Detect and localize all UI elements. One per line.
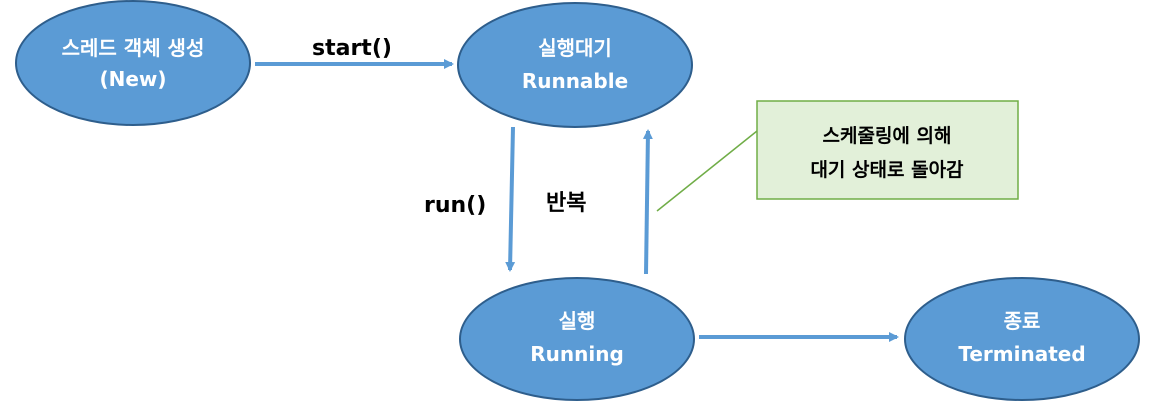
node-runnable-subtitle: Runnable bbox=[522, 69, 628, 93]
callout-line-1: 스케줄링에 의해 bbox=[823, 125, 952, 147]
node-runnable-shape bbox=[457, 2, 693, 128]
node-running-title: 실행 bbox=[559, 309, 596, 333]
node-new-shape bbox=[15, 0, 251, 126]
node-running-shape bbox=[459, 277, 695, 401]
callout-scheduling-note: 스케줄링에 의해 대기 상태로 돌아감 bbox=[756, 100, 1019, 200]
node-running: 실행 Running bbox=[459, 277, 695, 401]
node-new: 스레드 객체 생성 (New) bbox=[15, 0, 251, 126]
callout-line-2: 대기 상태로 돌아감 bbox=[810, 159, 964, 181]
callout-box bbox=[756, 100, 1019, 200]
arrow-run bbox=[505, 126, 516, 272]
node-terminated-subtitle: Terminated bbox=[958, 342, 1085, 366]
node-runnable-title: 실행대기 bbox=[538, 36, 612, 60]
callout-connector bbox=[656, 130, 758, 212]
label-run: run() bbox=[424, 193, 486, 218]
node-terminated: 종료 Terminated bbox=[904, 277, 1140, 401]
node-new-subtitle: (New) bbox=[99, 67, 166, 91]
node-terminated-shape bbox=[904, 277, 1140, 401]
node-running-subtitle: Running bbox=[530, 342, 624, 366]
node-terminated-title: 종료 bbox=[1004, 309, 1041, 333]
node-runnable: 실행대기 Runnable bbox=[457, 2, 693, 128]
node-new-title: 스레드 객체 생성 bbox=[62, 36, 205, 60]
label-start: start() bbox=[312, 36, 392, 61]
label-repeat: 반복 bbox=[546, 191, 586, 216]
arrow-repeat bbox=[642, 129, 653, 275]
